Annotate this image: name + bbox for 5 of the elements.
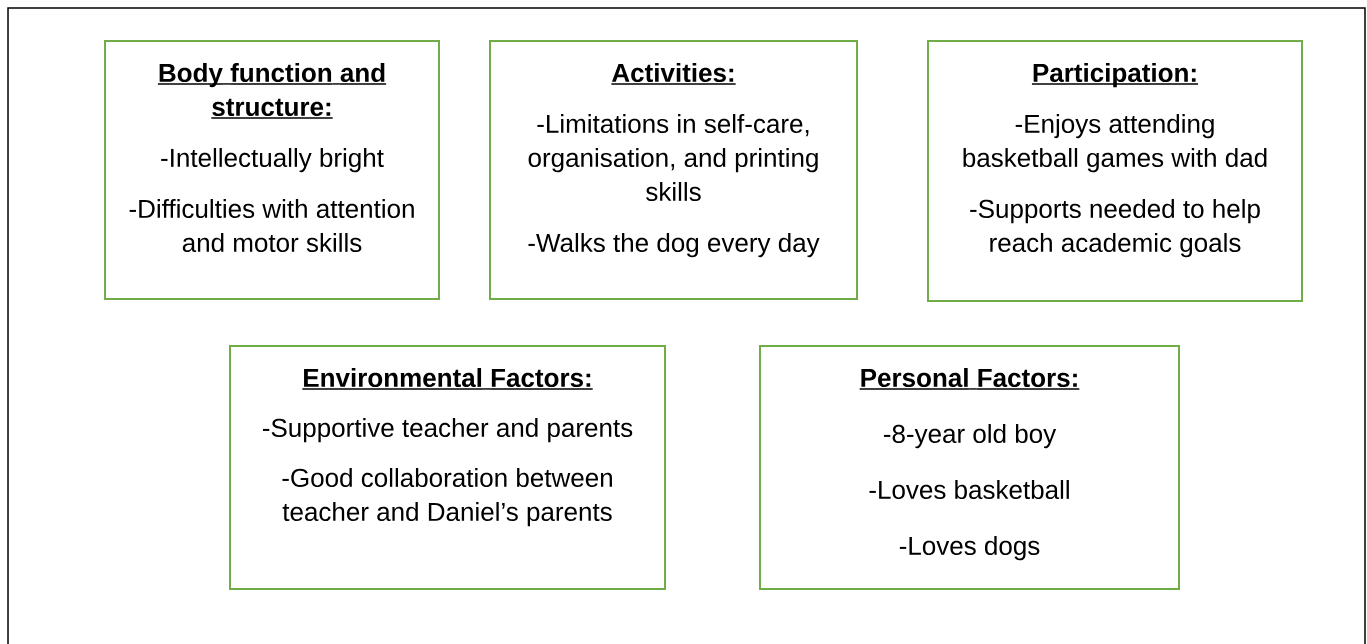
text-box: Personal Factors: -8-year old boy -Loves basketball -Loves dogs	[759, 345, 1180, 590]
text-box: Participation: -Enjoys attending basketball games with dad -Supports needed to help reach academic goals	[927, 40, 1303, 302]
text-box: Activities: -Limitations in self-care, organisation, and printing skills -Walks the dog every day	[489, 40, 858, 300]
text-box: Environmental Factors: -Supportive teacher and parents -Good collaboration between teacher and Daniel’s parents	[229, 345, 666, 590]
text-box: Body function and structure: -Intellectually bright -Difficulties with attention and motor skills	[104, 40, 440, 300]
